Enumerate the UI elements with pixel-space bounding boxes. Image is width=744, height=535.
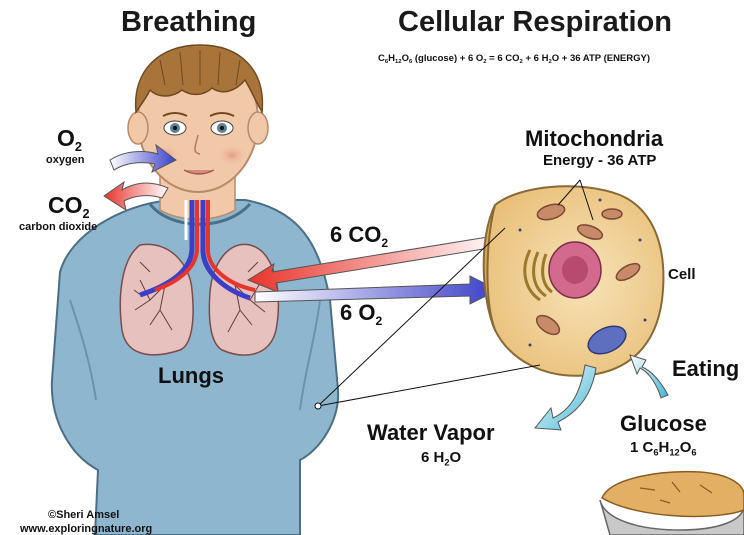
title-breathing: Breathing bbox=[121, 6, 256, 39]
glucose-label: Glucose bbox=[620, 411, 707, 437]
copyright-text: ©Sheri Amsel bbox=[48, 509, 119, 521]
energy-label: Energy - 36 ATP bbox=[543, 152, 656, 169]
oxygen-formula-label: O2 bbox=[57, 125, 82, 154]
mitochondria-label: Mitochondria bbox=[525, 126, 663, 152]
six-co2-label: 6 CO2 bbox=[330, 222, 388, 250]
six-o2-label: 6 O2 bbox=[340, 300, 382, 328]
carbon-dioxide-word-label: carbon dioxide bbox=[19, 221, 97, 233]
cell-drawing bbox=[484, 186, 664, 375]
website-text: www.exploringnature.org bbox=[20, 523, 152, 535]
respiration-equation: C6H12O6 (glucose) + 6 O2 = 6 CO2 + 6 H2O… bbox=[378, 53, 650, 65]
pie-drawing bbox=[600, 472, 744, 535]
glucose-formula-label: 1 C6H12O6 bbox=[630, 439, 697, 457]
equation-water-part: + 6 H bbox=[523, 53, 549, 64]
boy-figure bbox=[52, 45, 338, 535]
six-h2o-label: 6 H2O bbox=[421, 449, 461, 467]
title-cellular-respiration: Cellular Respiration bbox=[398, 6, 672, 39]
cell-label: Cell bbox=[668, 266, 696, 283]
equation-atp-part: O + 36 ATP (ENERGY) bbox=[552, 53, 650, 64]
equation-glucose-part: (glucose) + 6 O bbox=[415, 53, 483, 64]
eating-label: Eating bbox=[672, 356, 739, 382]
lungs-label: Lungs bbox=[158, 363, 224, 389]
co2-formula-label: CO2 bbox=[48, 192, 90, 221]
oxygen-word-label: oxygen bbox=[46, 154, 85, 166]
eating-arrow bbox=[630, 355, 668, 398]
pointer-dot bbox=[315, 403, 321, 409]
water-vapor-label: Water Vapor bbox=[367, 420, 495, 446]
equation-co2-part: = 6 CO bbox=[487, 53, 520, 64]
